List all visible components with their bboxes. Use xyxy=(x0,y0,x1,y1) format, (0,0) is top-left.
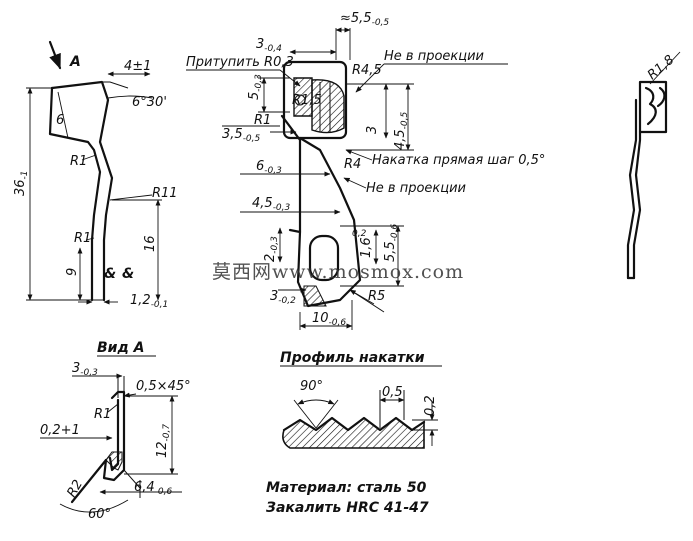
dim-45: 4,5-0,3 xyxy=(252,196,291,213)
dim-45v: 4,5-0,5 xyxy=(393,111,410,150)
note-blunt: Притупить R0,3 xyxy=(186,55,294,70)
material-line-2: Закалить HRC 41-47 xyxy=(266,500,429,516)
dim-2: 2-0,3 xyxy=(263,236,280,262)
dim-3b: 3 xyxy=(365,126,380,134)
dim-3c: 3-0,2 xyxy=(270,289,296,306)
view-arrow-label: A xyxy=(69,54,81,70)
dim-6: 6 xyxy=(56,113,64,128)
dim-55v: 5,5-0,6 xyxy=(383,223,400,262)
knurl-angle: 90° xyxy=(300,379,323,394)
dim-r5: R5 xyxy=(368,289,385,304)
note-not-proj-top: Не в проекции xyxy=(384,49,484,64)
left-top-edge xyxy=(102,81,129,89)
dim-r45: R4,5 xyxy=(352,63,382,78)
dim-6-line xyxy=(57,91,69,139)
center-view: 3-0,4 ≈5,5-0,5 Притупить R0,3 Не в проек… xyxy=(186,11,545,330)
knurl-depth: 0,2 xyxy=(423,395,438,416)
dim-r11: R11 xyxy=(152,186,178,201)
view-a-dim-02: 0,2+1 xyxy=(40,423,80,438)
dim-r1-top: R1 xyxy=(70,154,87,169)
dim-6: 6-0,3 xyxy=(256,159,282,176)
dim-thickness: 1,2-0,1 xyxy=(130,293,168,310)
knurl-title: Профиль накатки xyxy=(280,350,425,366)
view-a-dim-3: 3-0,3 xyxy=(72,361,98,378)
left-hook-symbol: & xyxy=(104,266,116,282)
view-a-r1: R1 xyxy=(94,407,111,422)
left-profile-inner xyxy=(48,86,102,302)
right-head xyxy=(638,80,668,134)
left-profile-outer xyxy=(50,80,114,302)
dim-angle: 6°30' xyxy=(132,95,167,110)
note-not-proj-mid: Не в проекции xyxy=(366,181,466,196)
left-view: A & & 4±1 6°30' 6 36-1 R1 R11 R1 9 xyxy=(13,40,178,310)
dim-r18: R1,8 xyxy=(645,52,677,83)
dim-16: 16 xyxy=(143,235,158,252)
dim-top-width: 4±1 xyxy=(124,59,151,74)
left-hook-symbol-2: & xyxy=(122,266,134,282)
dim-9: 9 xyxy=(65,268,80,276)
bottom-slot xyxy=(308,234,340,282)
knurl-profile: Профиль накатки 90° 0,5 0,2 xyxy=(280,350,442,449)
dim-r1-bottom: R1 xyxy=(74,231,91,246)
dim-r4: R4 xyxy=(344,157,361,172)
head-outline xyxy=(282,60,348,140)
dim-35: 3,5-0,5 xyxy=(222,127,261,144)
dim-10: 10-0,6 xyxy=(312,311,346,328)
dim-height: 36-1 xyxy=(13,170,30,196)
knurl-pitch: 0,5 xyxy=(382,385,403,400)
view-direction-arrow xyxy=(48,40,62,70)
right-stem-outer xyxy=(626,98,638,280)
view-a-title: Вид А xyxy=(97,340,145,356)
right-view: R1,8 xyxy=(626,51,681,280)
view-a-dim-64: 6,4-0,6 xyxy=(134,480,173,497)
view-a-chamfer: 0,5×45° xyxy=(136,379,191,394)
view-a-dim-12: 12-0,7 xyxy=(155,424,172,458)
dim-55: ≈5,5-0,5 xyxy=(340,11,389,28)
note-knurl: Накатка прямая шаг 0,5° xyxy=(372,153,545,168)
dim-02: 0,2 xyxy=(352,229,367,239)
dim-5: 5-0,3 xyxy=(247,74,264,100)
right-stem-inner xyxy=(632,130,642,280)
dim-angle-arc xyxy=(107,95,153,99)
dim-r15: R1,5 xyxy=(292,93,322,108)
view-a: Вид А 3-0,3 0,5×45° R1 0,2+1 12-0,7 R2 6… xyxy=(40,340,191,522)
watermark: 莫西网www.mosmox.com xyxy=(212,261,464,283)
material-line-1: Материал: сталь 50 xyxy=(266,480,427,496)
dim-r1: R1 xyxy=(254,113,271,128)
dim-3: 3-0,4 xyxy=(256,37,282,54)
view-a-r2: R2 xyxy=(64,478,86,500)
dim-16: 1,6 xyxy=(359,237,374,258)
view-a-angle: 60° xyxy=(88,507,111,522)
material-note: Материал: сталь 50 Закалить HRC 41-47 xyxy=(266,480,429,516)
